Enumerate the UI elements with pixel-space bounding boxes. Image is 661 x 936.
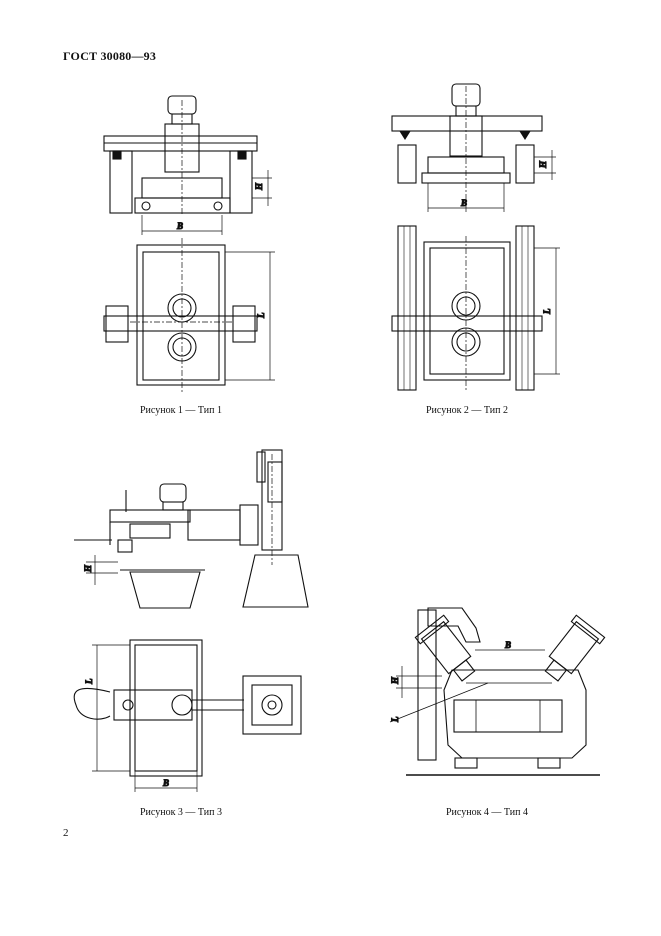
figure-2-drawing xyxy=(391,83,560,391)
figure-4-caption: Рисунок 4 — Тип 4 xyxy=(446,807,528,818)
fig1-dim-height: H xyxy=(254,182,264,191)
figure-2-caption: Рисунок 2 — Тип 2 xyxy=(426,405,508,416)
figure-1-caption: Рисунок 1 — Тип 1 xyxy=(140,405,222,416)
figure-3-caption: Рисунок 3 — Тип 3 xyxy=(140,807,222,818)
fig1-dim-length: L xyxy=(256,312,266,319)
document-header: ГОСТ 30080—93 xyxy=(63,49,157,63)
fig2-dim-length: L xyxy=(542,308,552,315)
fig2-dim-height: H xyxy=(538,160,548,169)
fig1-dim-width: B xyxy=(176,221,183,231)
fig4-dim-height: H xyxy=(390,676,400,685)
fig4-dim-length: L xyxy=(390,716,400,723)
fig3-dim-width: B xyxy=(162,778,169,788)
fig2-dim-width: B xyxy=(460,198,467,208)
page-number: 2 xyxy=(63,827,69,839)
figure-4-drawing xyxy=(389,607,606,776)
fig3-dim-length: L xyxy=(84,678,94,685)
figure-3-drawing xyxy=(73,449,309,792)
fig4-dim-width: B xyxy=(504,640,511,650)
fig3-dim-height: H xyxy=(83,564,93,573)
figure-1-drawing xyxy=(103,95,275,392)
